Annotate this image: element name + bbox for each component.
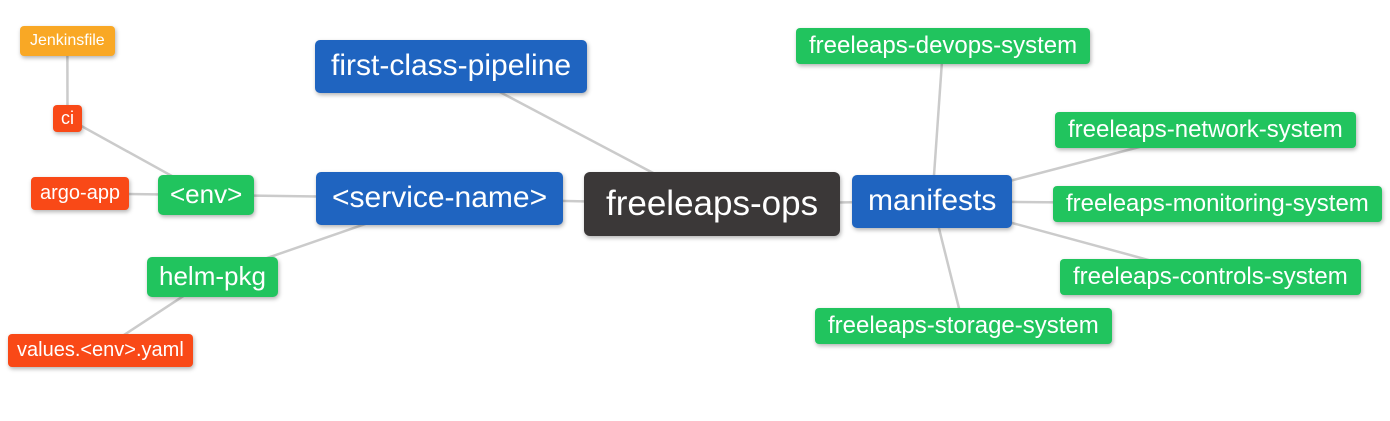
mindmap-node-freeleaps-controls-system[interactable]: freeleaps-controls-system — [1060, 259, 1361, 295]
mindmap-node-freeleaps-ops[interactable]: freeleaps-ops — [584, 172, 841, 237]
mindmap-node-env[interactable]: <env> — [158, 175, 255, 215]
mindmap-node-freeleaps-storage-system[interactable]: freeleaps-storage-system — [815, 308, 1112, 344]
mindmap-node-ci[interactable]: ci — [53, 105, 82, 132]
mindmap-node-argo-app[interactable]: argo-app — [31, 177, 130, 210]
mindmap-node-service-name[interactable]: <service-name> — [316, 172, 564, 225]
mindmap-node-freeleaps-network-system[interactable]: freeleaps-network-system — [1055, 112, 1356, 148]
mindmap-node-freeleaps-monitoring-system[interactable]: freeleaps-monitoring-system — [1053, 186, 1382, 222]
mindmap-node-values-env-yaml[interactable]: values.<env>.yaml — [8, 334, 193, 367]
mindmap-node-manifests[interactable]: manifests — [852, 175, 1013, 228]
mindmap-node-first-class-pipeline[interactable]: first-class-pipeline — [315, 40, 588, 93]
mindmap-node-freeleaps-devops-system[interactable]: freeleaps-devops-system — [796, 28, 1091, 64]
mindmap-node-jenkinsfile[interactable]: Jenkinsfile — [20, 26, 115, 57]
mindmap-node-helm-pkg[interactable]: helm-pkg — [147, 257, 278, 297]
